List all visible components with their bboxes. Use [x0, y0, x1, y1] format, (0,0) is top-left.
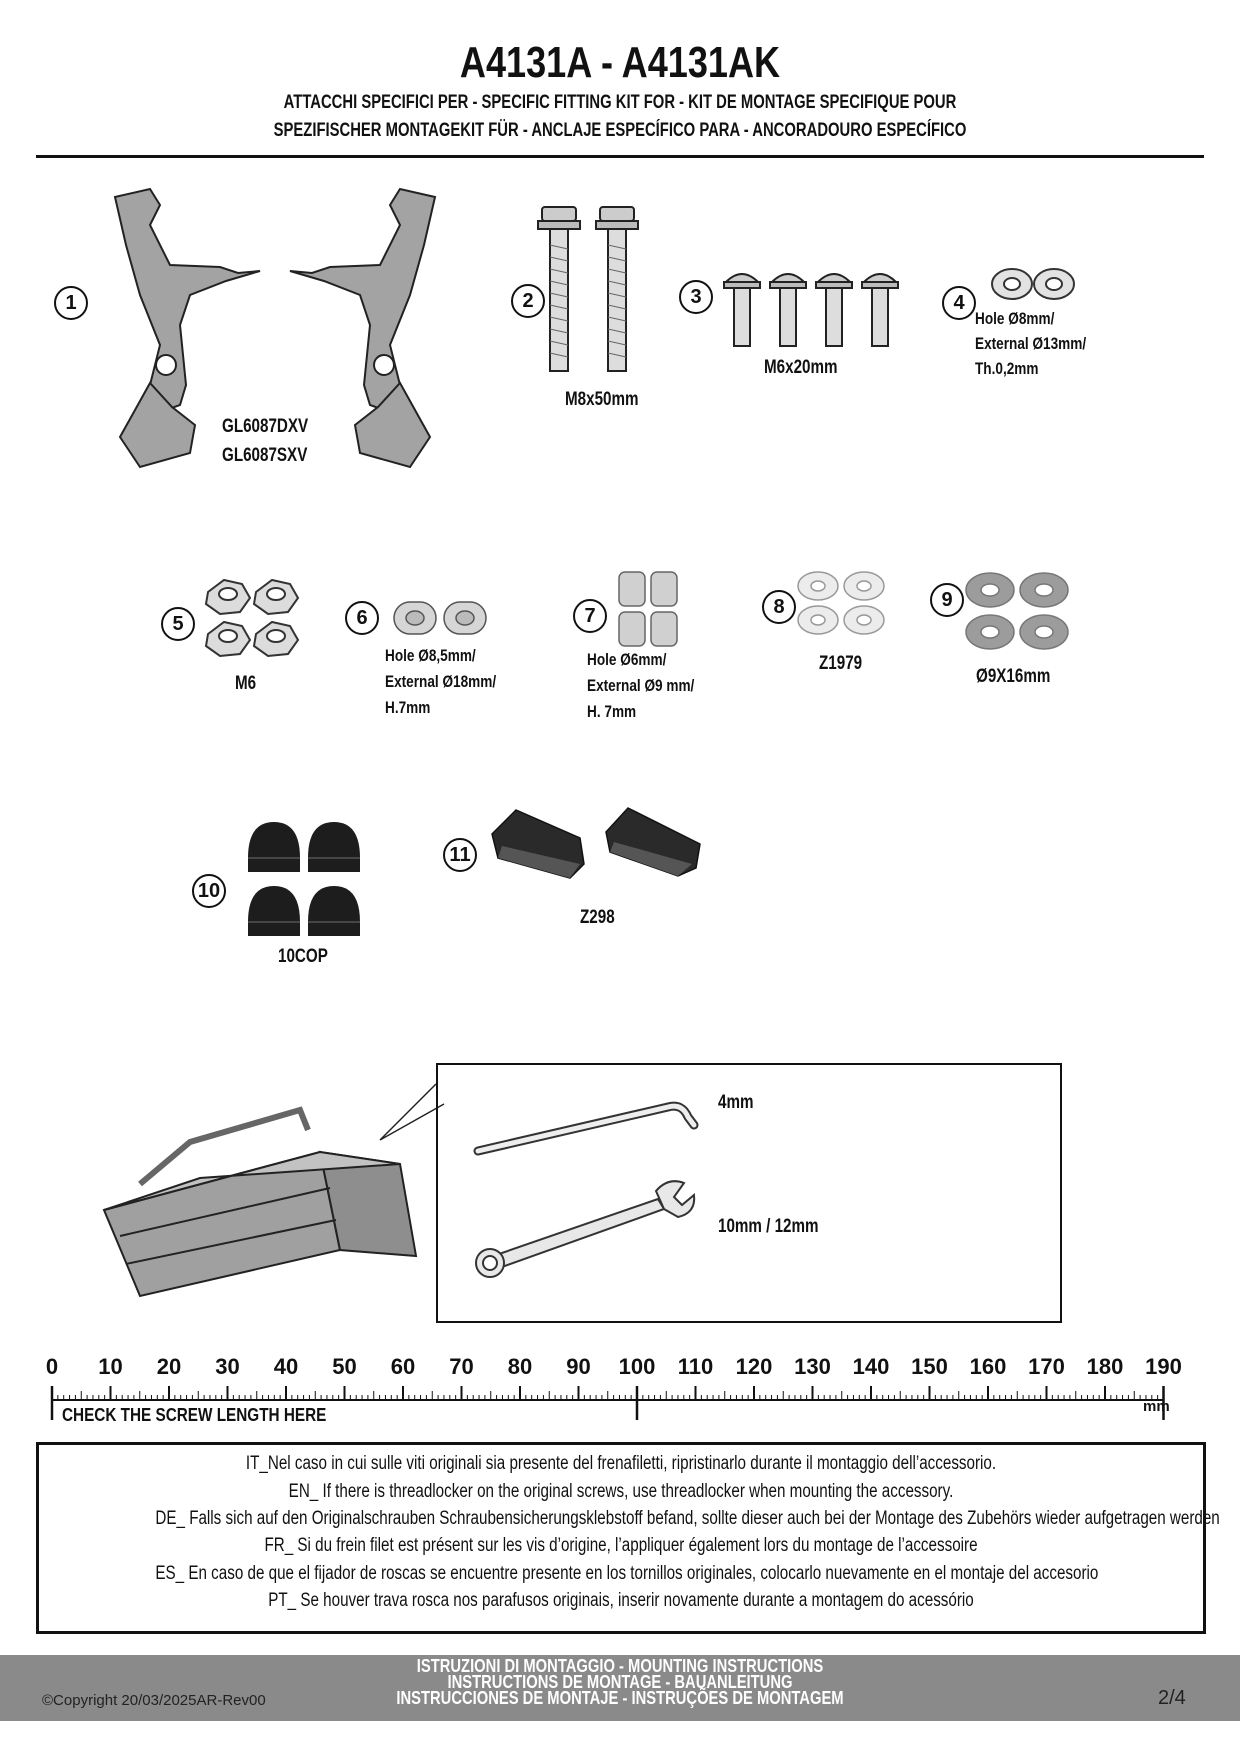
- part-number-9: 9: [930, 583, 964, 617]
- part-6-label-height: H.7mm: [385, 698, 431, 717]
- ruler-tick-label: 90: [566, 1354, 590, 1379]
- part-8-label: Z1979: [819, 653, 863, 674]
- footer-line-1: ISTRUZIONI DI MONTAGGIO - MOUNTING INSTR…: [416, 1656, 824, 1676]
- ruler-tick-label: 70: [449, 1354, 473, 1379]
- part-11-label: Z298: [580, 907, 615, 928]
- part-9-label: Ø9X16mm: [976, 666, 1051, 687]
- ruler-tick-label: 40: [274, 1354, 298, 1379]
- ruler-tick-label: 0: [46, 1354, 58, 1379]
- footer-bar: ISTRUZIONI DI MONTAGGIO - MOUNTING INSTR…: [0, 1655, 1240, 1721]
- part-1-label-b: GL6087SXV: [222, 445, 308, 466]
- part-2-label: M8x50mm: [565, 389, 639, 410]
- note-es: ES_ En caso de que el fijador de roscas …: [155, 1563, 1099, 1584]
- part-6-label-external: External Ø18mm/: [385, 672, 497, 691]
- large-spacers-illustration: [393, 601, 487, 635]
- part-4-label-hole: Hole Ø8mm/: [975, 309, 1055, 328]
- rubber-pads-illustration: [491, 807, 701, 879]
- note-en: EN_ If there is threadlocker on the orig…: [288, 1481, 954, 1502]
- ruler-tick-label: 120: [736, 1354, 773, 1379]
- wrench-size: 10mm / 12mm: [718, 1216, 819, 1237]
- note-fr: FR_ Si du frein filet est présent sur le…: [264, 1535, 978, 1556]
- part-number-7: 7: [573, 599, 607, 633]
- footer-line-3: INSTRUCCIONES DE MONTAJE - INSTRUÇÕES DE…: [396, 1688, 844, 1708]
- wrench-icon: [475, 1180, 696, 1278]
- thin-washers-illustration: [991, 268, 1075, 300]
- ruler-caption: CHECK THE SCREW LENGTH HERE: [62, 1405, 327, 1425]
- part-7-label-hole: Hole Ø6mm/: [587, 650, 667, 669]
- small-spacers-illustration: [618, 571, 678, 647]
- part-10-label: 10COP: [278, 946, 328, 967]
- ruler-tick-label: 100: [619, 1354, 656, 1379]
- part-1-label-a: GL6087DXV: [222, 416, 309, 437]
- ruler-tick-label: 140: [853, 1354, 890, 1379]
- tools-panel: 4mm 10mm / 12mm: [436, 1063, 1062, 1323]
- ruler-tick-label: 20: [157, 1354, 181, 1379]
- part-number-1: 1: [54, 286, 88, 320]
- ruler-tick-label: 150: [911, 1354, 948, 1379]
- toolbox-illustration: [102, 1083, 445, 1298]
- hex-key-icon: [473, 1101, 699, 1156]
- m6-bolts-illustration: [723, 273, 899, 347]
- part-6-label-hole: Hole Ø8,5mm/: [385, 646, 476, 665]
- screw-length-ruler: 0 10 20 30 40 50 60 70 80 90 100 110 120 130 140 150 160…: [46, 1354, 1182, 1420]
- part-number-11: 11: [443, 838, 477, 872]
- subtitle-line-1: ATTACCHI SPECIFICI PER - SPECIFIC FITTIN…: [283, 92, 957, 113]
- nut-caps-illustration: [248, 822, 360, 936]
- page-title: A4131A - A4131AK: [459, 38, 781, 87]
- page-number: 2/4: [1158, 1687, 1186, 1709]
- ruler-tick-label: 110: [678, 1354, 714, 1379]
- part-number-2: 2: [511, 284, 545, 318]
- ruler-tick-label: 160: [970, 1354, 1007, 1379]
- part-number-4: 4: [942, 286, 976, 320]
- part-4-label-external: External Ø13mm/: [975, 334, 1087, 353]
- part-number-5: 5: [161, 607, 195, 641]
- ruler-tick-label: 130: [794, 1354, 831, 1379]
- part-number-10: 10: [192, 874, 226, 908]
- thick-washers-illustration: [965, 572, 1069, 650]
- ruler-tick-label: 190: [1145, 1354, 1182, 1379]
- m6-nuts-illustration: [204, 578, 300, 658]
- note-de: DE_ Falls sich auf den Originalschrauben…: [155, 1508, 1220, 1529]
- ruler-tick-label: 30: [215, 1354, 239, 1379]
- z1979-washers-illustration: [797, 571, 885, 635]
- part-3-label: M6x20mm: [764, 357, 838, 378]
- copyright: ©Copyright 20/03/2025AR-Rev00: [42, 1692, 266, 1709]
- m8-bolts-illustration: [537, 206, 639, 372]
- note-it: IT_Nel caso in cui sulle viti originali …: [245, 1453, 997, 1474]
- threadlocker-notes: IT_Nel caso in cui sulle viti originali …: [36, 1442, 1220, 1634]
- ruler-unit: mm: [1143, 1398, 1170, 1415]
- part-5-label: M6: [235, 673, 257, 694]
- part-number-3: 3: [679, 280, 713, 314]
- footer-line-2: INSTRUCTIONS DE MONTAGE - BAUANLEITUNG: [447, 1672, 793, 1692]
- ruler-tick-label: 50: [332, 1354, 356, 1379]
- part-number-8: 8: [762, 590, 796, 624]
- ruler-tick-label: 170: [1028, 1354, 1065, 1379]
- ruler-tick-label: 180: [1087, 1354, 1124, 1379]
- header-divider: [36, 155, 1204, 158]
- hex-key-size: 4mm: [718, 1092, 754, 1113]
- ruler-tick-label: 10: [98, 1354, 122, 1379]
- part-7-label-external: External Ø9 mm/: [587, 676, 695, 695]
- bracket-pair-illustration: [113, 187, 437, 469]
- part-7-label-height: H. 7mm: [587, 702, 637, 721]
- ruler-tick-label: 80: [508, 1354, 532, 1379]
- part-4-label-thickness: Th.0,2mm: [975, 359, 1039, 378]
- subtitle-line-2: SPEZIFISCHER MONTAGEKIT FÜR - ANCLAJE ES…: [273, 120, 967, 141]
- part-number-6: 6: [345, 601, 379, 635]
- note-pt: PT_ Se houver trava rosca nos parafusos …: [268, 1590, 974, 1611]
- ruler-tick-label: 60: [391, 1354, 415, 1379]
